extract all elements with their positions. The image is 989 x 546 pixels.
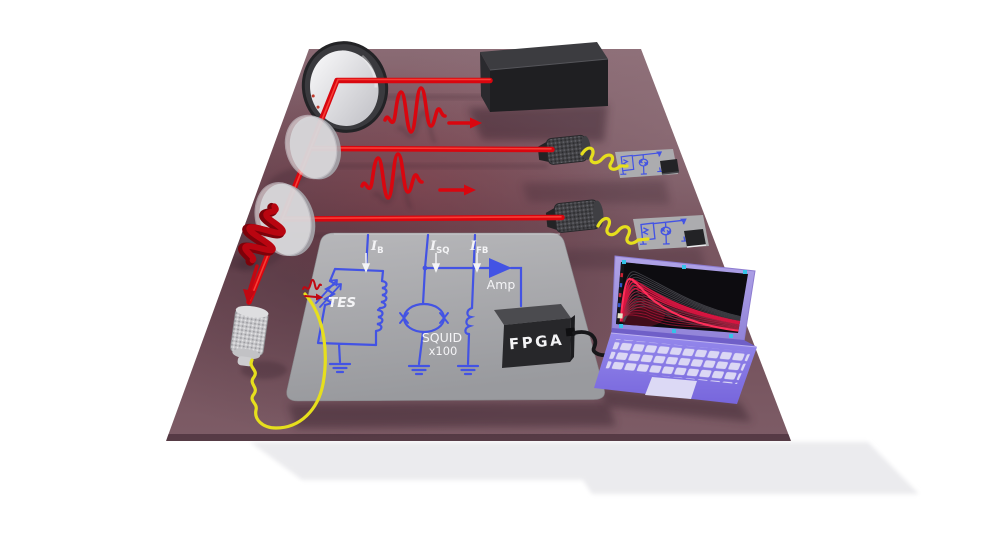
photon-arrow [304, 295, 317, 298]
trace-marker [682, 265, 686, 269]
pulse-waveform-1 [383, 86, 447, 134]
josephson-junction-right [439, 312, 449, 324]
table-front-lip [166, 434, 791, 441]
trace-marker [743, 270, 747, 274]
laser-box [480, 42, 609, 112]
squid-current-label: ISQ [429, 239, 449, 256]
laptop-hinge [611, 328, 757, 347]
trace-marker [672, 329, 676, 333]
schematic-fills [422, 258, 512, 278]
fiber-coil-1 [580, 146, 629, 171]
detector-board-1 [615, 149, 680, 178]
pulse-ribbon-arrow [238, 202, 286, 305]
squid-gain-label: x100 [429, 344, 458, 358]
keyboard [605, 339, 751, 384]
tes-resistor-arrows [315, 279, 342, 308]
cryo-detector [230, 305, 269, 367]
feedback-wire [466, 233, 477, 366]
detector-board-2 [633, 215, 709, 250]
ground-symbol-3 [456, 364, 480, 376]
fpga-label: FPGA [508, 331, 565, 354]
amp-output-wire [509, 266, 523, 308]
input-coil [374, 279, 388, 347]
chip [684, 229, 706, 247]
trace-marker [729, 334, 733, 338]
chip [660, 159, 679, 174]
ground-symbol-1 [328, 362, 352, 374]
screen-markers [619, 260, 747, 338]
feedback-coil [464, 306, 476, 336]
mirror-mark [316, 105, 320, 109]
amp-triangle [489, 258, 512, 278]
junction-dot [422, 265, 428, 271]
feedback-current-label: IFB [469, 239, 488, 256]
josephson-junction-left [399, 312, 409, 324]
screen-traces [616, 263, 742, 332]
beam-direction-arrow [247, 264, 259, 294]
trace-marker [622, 260, 626, 264]
squid-label: SQUID [422, 330, 462, 345]
photon-squiggle-icon [302, 278, 322, 298]
fiber-coil-2 [596, 217, 650, 245]
optical-fibers [249, 146, 650, 430]
pulse-waveforms [360, 86, 472, 200]
trace-marker [619, 324, 623, 328]
fiber-detector-2 [545, 199, 604, 233]
amp-label: Amp [487, 277, 516, 292]
ground-symbol-2 [407, 364, 431, 376]
beam-splitter-1 [284, 114, 341, 180]
photon-arrow-head [316, 293, 323, 301]
current-arrows [361, 253, 482, 273]
floor-shadow [250, 442, 919, 494]
bias-current-label: IB [370, 239, 384, 256]
fpga-box: FPGA [494, 304, 575, 368]
tes-label: TES [328, 295, 356, 311]
laptop [594, 255, 758, 404]
pulse-waveform-2 [360, 152, 424, 200]
mirror-mark [311, 94, 315, 98]
trackpad [645, 377, 697, 399]
optical-fiber-main [249, 292, 327, 430]
